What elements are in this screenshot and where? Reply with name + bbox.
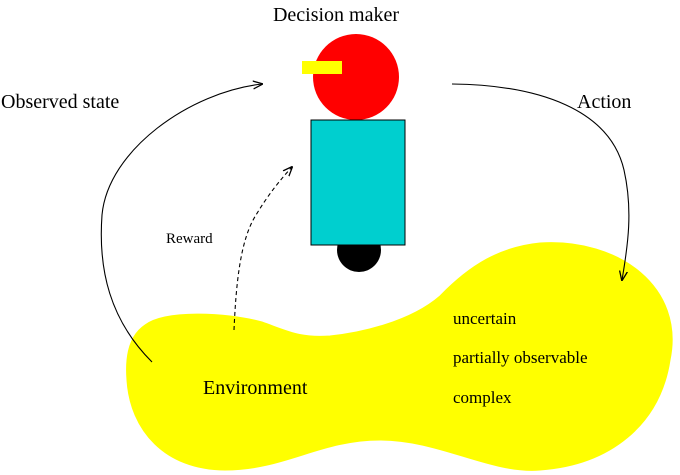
action-arrow xyxy=(451,83,630,280)
environment-property-complex: complex xyxy=(453,388,512,407)
environment-blob xyxy=(126,242,673,471)
action-label: Action xyxy=(577,91,631,113)
environment-label: Environment xyxy=(203,377,308,399)
environment-property-partially-observable: partially observable xyxy=(453,348,588,367)
environment-property-uncertain: uncertain xyxy=(453,309,517,328)
reward-arrow xyxy=(233,167,292,331)
observed-state-label: Observed state xyxy=(1,91,119,113)
reward-label: Reward xyxy=(166,231,213,247)
observed-state-arrow xyxy=(100,84,262,363)
decision-maker-label: Decision maker xyxy=(273,4,399,26)
decision-maker-head xyxy=(313,34,399,120)
decision-maker-eye xyxy=(302,61,342,74)
decision-maker-body xyxy=(310,119,406,246)
